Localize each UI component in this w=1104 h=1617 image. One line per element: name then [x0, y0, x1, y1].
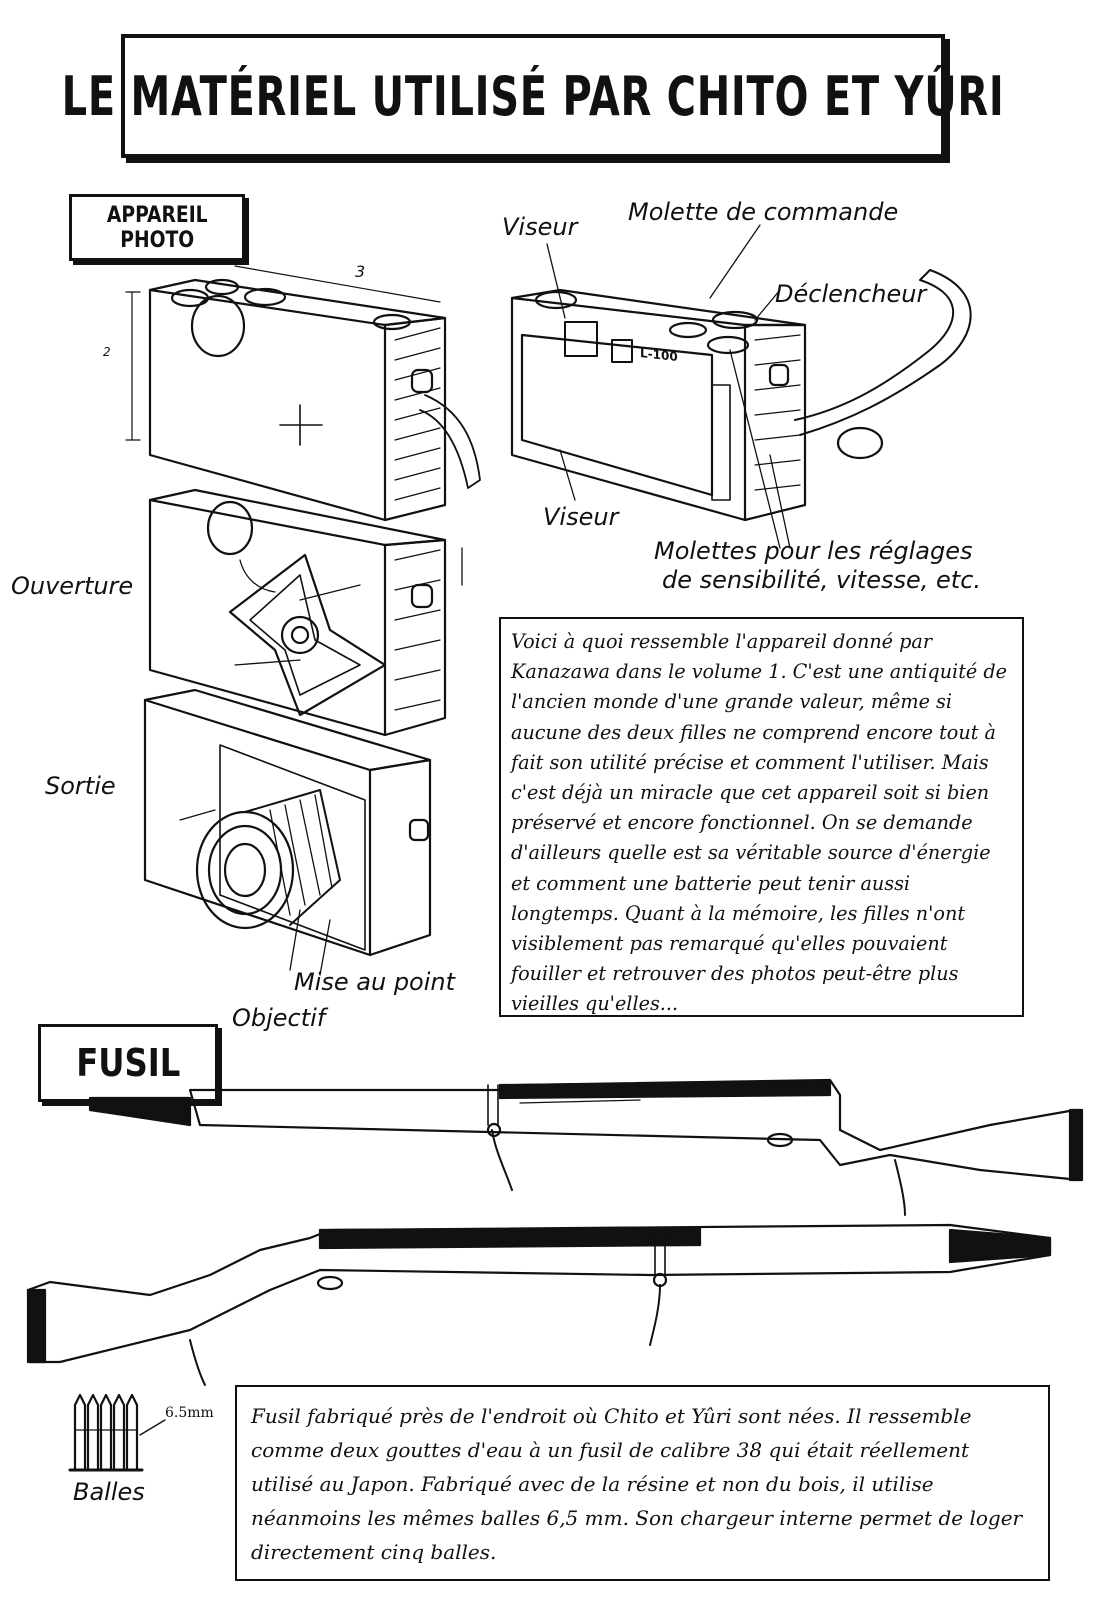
- dimension-2-label: 2: [103, 345, 111, 359]
- rifle-section-header: FUSIL: [38, 1024, 218, 1102]
- label-sortie: Sortie: [45, 772, 116, 800]
- label-molette-commande: Molette de commande: [628, 198, 899, 226]
- label-declencheur: Déclencheur: [775, 280, 927, 308]
- label-molettes-line1: Molettes pour les réglages: [654, 537, 973, 565]
- rifle-bottom-drawing: [26, 1223, 1052, 1386]
- camera-section-line2: PHOTO: [120, 227, 194, 253]
- page-title-box: LE MATÉRIEL UTILISÉ PAR CHITO ET YÛRI: [62, 34, 1004, 158]
- camera-lens-drawing: [143, 688, 432, 976]
- rifle-section-title: FUSIL: [75, 1041, 181, 1085]
- camera-opening-drawing: [148, 488, 463, 737]
- camera-section-header: APPAREIL PHOTO: [69, 194, 245, 261]
- camera-description: Voici à quoi ressemble l'appareil donné …: [511, 630, 1007, 1016]
- rifle-description-box: Fusil fabriqué près de l'endroit où Chit…: [235, 1385, 1050, 1581]
- caliber-note: 6.5mm: [165, 1405, 214, 1421]
- bullets-drawing: [68, 1393, 166, 1472]
- camera-back-drawing: [510, 224, 972, 549]
- dimension-3-label: 3: [355, 262, 366, 281]
- rifle-description: Fusil fabriqué près de l'endroit où Chit…: [251, 1404, 1023, 1564]
- label-viseur-bottom: Viseur: [543, 503, 619, 531]
- camera-closed-drawing: [125, 265, 481, 522]
- rifle-top-drawing: [88, 1078, 1084, 1216]
- label-molettes-line2: de sensibilité, vitesse, etc.: [662, 566, 982, 594]
- camera-description-box: Voici à quoi ressemble l'appareil donné …: [499, 617, 1024, 1017]
- label-objectif: Objectif: [232, 1004, 326, 1032]
- label-mise-au-point: Mise au point: [294, 968, 456, 996]
- label-balles: Balles: [73, 1478, 145, 1506]
- label-viseur-top: Viseur: [502, 213, 578, 241]
- camera-section-line1: APPAREIL: [106, 202, 208, 228]
- label-ouverture: Ouverture: [11, 572, 134, 600]
- page-title: LE MATÉRIEL UTILISÉ PAR CHITO ET YÛRI: [61, 64, 1005, 128]
